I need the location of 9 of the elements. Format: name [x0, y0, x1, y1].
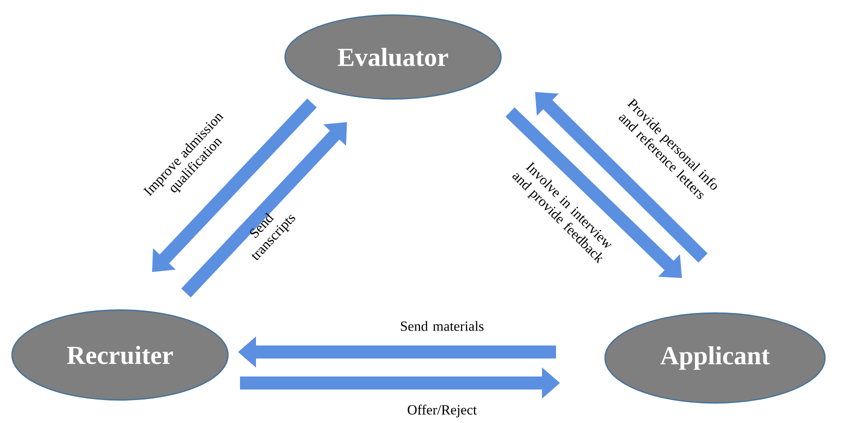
edge-label: Offer/Reject [408, 404, 477, 418]
block-arrow [506, 107, 682, 278]
ellipse-node: Recruiter [11, 309, 229, 401]
block-arrow [535, 92, 708, 263]
ellipse-node: Evaluator [284, 14, 502, 100]
ellipse-node: Applicant [604, 312, 826, 404]
block-arrow [181, 122, 347, 298]
block-arrow [152, 98, 317, 272]
edge-label: Send materials [400, 321, 484, 331]
